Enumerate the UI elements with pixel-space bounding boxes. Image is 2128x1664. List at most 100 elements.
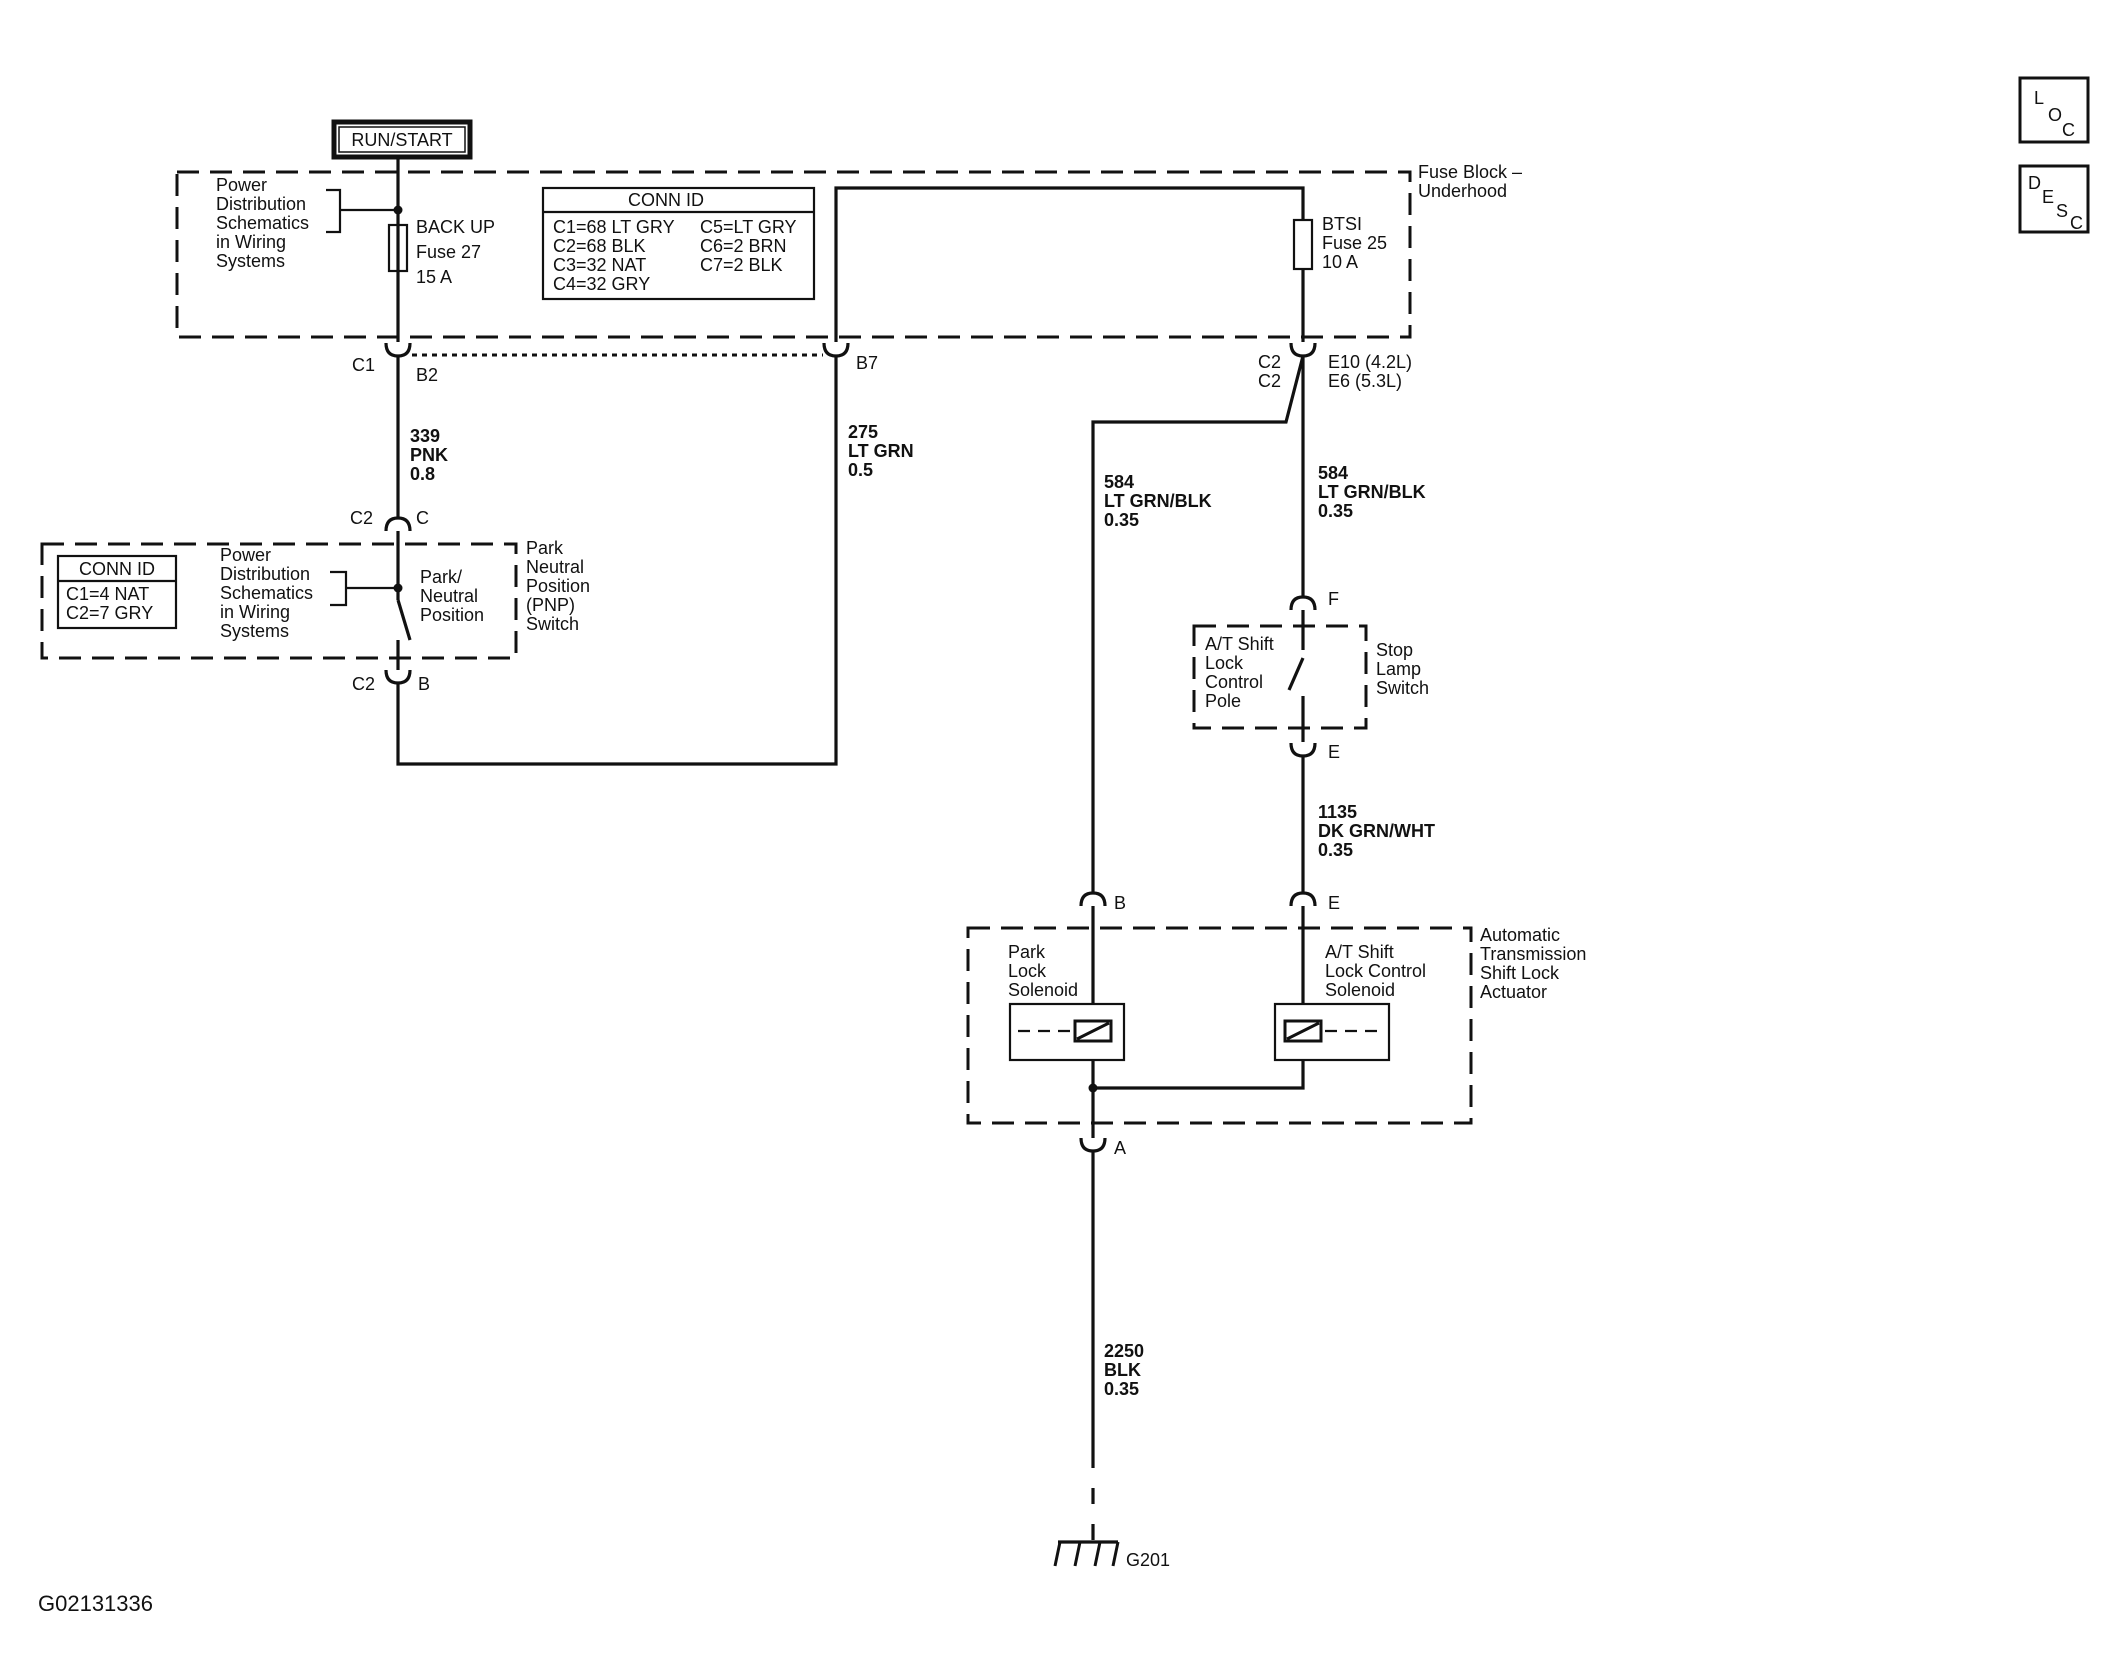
svg-text:A/T Shift: A/T Shift [1325, 942, 1394, 962]
svg-text:15 A: 15 A [416, 267, 452, 287]
svg-text:(PNP): (PNP) [526, 595, 575, 615]
pnp-pds-reference: Power Distribution Schematics in Wiring … [220, 545, 398, 641]
svg-text:E: E [1328, 893, 1340, 913]
wire-584a-label: 584 LT GRN/BLK 0.35 [1104, 472, 1212, 530]
svg-text:Distribution: Distribution [220, 564, 310, 584]
pnp-switch-boundary [40, 542, 518, 660]
svg-text:584: 584 [1104, 472, 1134, 492]
svg-text:BTSI: BTSI [1322, 214, 1362, 234]
svg-text:10 A: 10 A [1322, 252, 1358, 272]
svg-text:Switch: Switch [1376, 678, 1429, 698]
svg-text:CONN ID: CONN ID [628, 190, 704, 210]
ground-g201-icon [1053, 1540, 1120, 1567]
pnp-switch-contact [396, 599, 412, 641]
svg-text:0.35: 0.35 [1104, 1379, 1139, 1399]
svg-text:1135: 1135 [1318, 802, 1357, 822]
btsi-fuse-label: BTSI Fuse 25 10 A [1322, 214, 1387, 272]
svg-text:A: A [1114, 1138, 1126, 1158]
actuator-connector-b [1079, 891, 1107, 907]
svg-text:339: 339 [410, 426, 440, 446]
svg-text:584: 584 [1318, 463, 1348, 483]
svg-text:BLK: BLK [1104, 1360, 1141, 1380]
btsi-fuse-25 [1292, 218, 1314, 271]
svg-text:Solenoid: Solenoid [1325, 980, 1395, 1000]
svg-text:LT GRN/BLK: LT GRN/BLK [1104, 491, 1212, 511]
ground-label: G201 [1126, 1550, 1170, 1570]
stop-lamp-switch-boundary [1192, 624, 1368, 730]
svg-text:C: C [2062, 120, 2075, 140]
fuse-block-conn-id-table: CONN ID C1=68 LT GRY C2=68 BLK C3=32 NAT… [541, 186, 816, 301]
svg-text:E: E [1328, 742, 1340, 762]
run-start-source: RUN/START [331, 119, 473, 160]
svg-text:Systems: Systems [220, 621, 289, 641]
svg-text:DK GRN/WHT: DK GRN/WHT [1318, 821, 1435, 841]
svg-text:C4=32 GRY: C4=32 GRY [553, 274, 650, 294]
label-b7: B7 [856, 353, 878, 373]
svg-text:Automatic: Automatic [1480, 925, 1560, 945]
fuse-block-pds-reference: Power Distribution Schematics in Wiring … [216, 175, 398, 271]
svg-text:PNK: PNK [410, 445, 448, 465]
svg-text:Lock: Lock [1008, 961, 1047, 981]
shift-lock-control-pole-label: A/T Shift Lock Control Pole [1205, 634, 1274, 711]
wire-584b-label: 584 LT GRN/BLK 0.35 [1318, 463, 1426, 521]
svg-text:Transmission: Transmission [1480, 944, 1586, 964]
svg-text:in Wiring: in Wiring [216, 232, 286, 252]
shift-lock-actuator-title: Automatic Transmission Shift Lock Actuat… [1480, 925, 1586, 1002]
stop-lamp-switch-title: Stop Lamp Switch [1376, 640, 1429, 698]
svg-text:C1=4 NAT: C1=4 NAT [66, 584, 149, 604]
connector-e10-e6 [1289, 342, 1317, 358]
shift-lock-control-solenoid [1273, 1002, 1391, 1062]
wire-1135-label: 1135 DK GRN/WHT 0.35 [1318, 802, 1435, 860]
svg-text:B: B [418, 674, 430, 694]
svg-text:Power: Power [216, 175, 267, 195]
svg-text:275: 275 [848, 422, 878, 442]
wire-584-park-lock [1091, 355, 1305, 892]
splice-dot [1088, 1083, 1098, 1093]
shift-lock-solenoid-label: A/T Shift Lock Control Solenoid [1325, 942, 1426, 1000]
svg-text:B: B [1114, 893, 1126, 913]
svg-text:Shift Lock: Shift Lock [1480, 963, 1560, 983]
svg-text:S: S [2056, 201, 2068, 221]
svg-text:C2: C2 [352, 674, 375, 694]
wire-2250-label: 2250 BLK 0.35 [1104, 1341, 1144, 1399]
label-c2-bottom: C2 [1258, 371, 1281, 391]
location-button[interactable]: L O C [2018, 76, 2090, 144]
fuse-block-title: Fuse Block – Underhood [1418, 162, 1522, 201]
svg-text:C: C [416, 508, 429, 528]
label-e6: E6 (5.3L) [1328, 371, 1402, 391]
svg-text:Fuse 25: Fuse 25 [1322, 233, 1387, 253]
svg-text:2250: 2250 [1104, 1341, 1144, 1361]
svg-text:Lamp: Lamp [1376, 659, 1421, 679]
backup-fuse-label: BACK UP Fuse 27 15 A [416, 217, 495, 287]
stop-lamp-connector-e [1289, 742, 1317, 758]
svg-text:Schematics: Schematics [216, 213, 309, 233]
actuator-connector-e [1289, 891, 1317, 907]
connector-b7 [822, 342, 850, 358]
actuator-connector-a [1079, 1137, 1107, 1153]
svg-text:Schematics: Schematics [220, 583, 313, 603]
svg-text:C: C [2070, 213, 2083, 233]
figure-id: G02131336 [38, 1591, 153, 1616]
svg-text:D: D [2028, 173, 2041, 193]
svg-text:C2: C2 [350, 508, 373, 528]
svg-text:LT GRN/BLK: LT GRN/BLK [1318, 482, 1426, 502]
svg-text:Distribution: Distribution [216, 194, 306, 214]
svg-text:in Wiring: in Wiring [220, 602, 290, 622]
svg-text:Solenoid: Solenoid [1008, 980, 1078, 1000]
wire-275 [396, 356, 838, 766]
svg-text:Park: Park [1008, 942, 1046, 962]
description-button[interactable]: D E S C [2018, 164, 2090, 234]
svg-text:Neutral: Neutral [526, 557, 584, 577]
svg-text:Pole: Pole [1205, 691, 1241, 711]
wire-339-label: 339 PNK 0.8 [410, 426, 448, 484]
svg-text:Fuse 27: Fuse 27 [416, 242, 481, 262]
run-start-label: RUN/START [351, 130, 452, 150]
pnp-connector-b [384, 669, 412, 685]
svg-text:C2=7 GRY: C2=7 GRY [66, 603, 153, 623]
shift-lock-actuator-boundary [966, 926, 1473, 1125]
svg-text:Switch: Switch [526, 614, 579, 634]
svg-text:C1=68 LT GRY: C1=68 LT GRY [553, 217, 675, 237]
pnp-connector-c [384, 516, 412, 532]
stop-lamp-switch-contact [1287, 657, 1305, 691]
